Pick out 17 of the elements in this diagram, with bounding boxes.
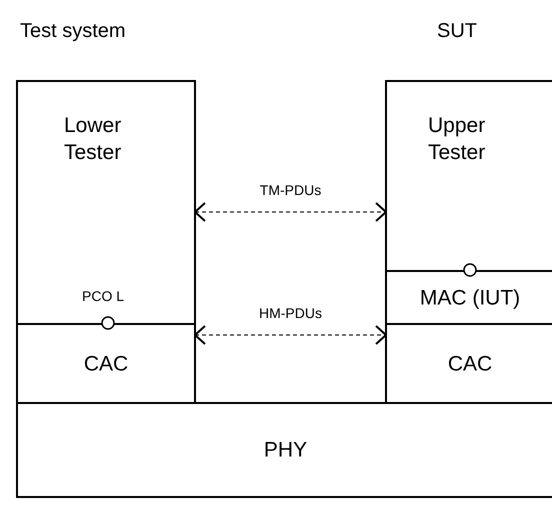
edge-label: HM-PDUs <box>259 305 322 321</box>
layer-name: Upper Tester <box>427 113 486 166</box>
layer-name: MAC (IUT) <box>420 285 520 311</box>
column-heading: Test system <box>20 20 126 43</box>
layer-name: PHY <box>264 438 308 464</box>
edge-label: TM-PDUs <box>260 182 322 198</box>
layer-box <box>16 80 196 325</box>
port-label: PCO L <box>82 288 124 304</box>
layer-box <box>385 80 552 272</box>
column-heading: SUT <box>437 20 477 43</box>
layer-box <box>16 323 196 404</box>
layer-box <box>16 402 552 498</box>
double-arrow <box>194 202 387 222</box>
layer-name: Lower Tester <box>63 113 122 166</box>
double-arrow <box>194 325 387 345</box>
layer-name: CAC <box>448 351 492 377</box>
layer-name: CAC <box>84 351 128 377</box>
